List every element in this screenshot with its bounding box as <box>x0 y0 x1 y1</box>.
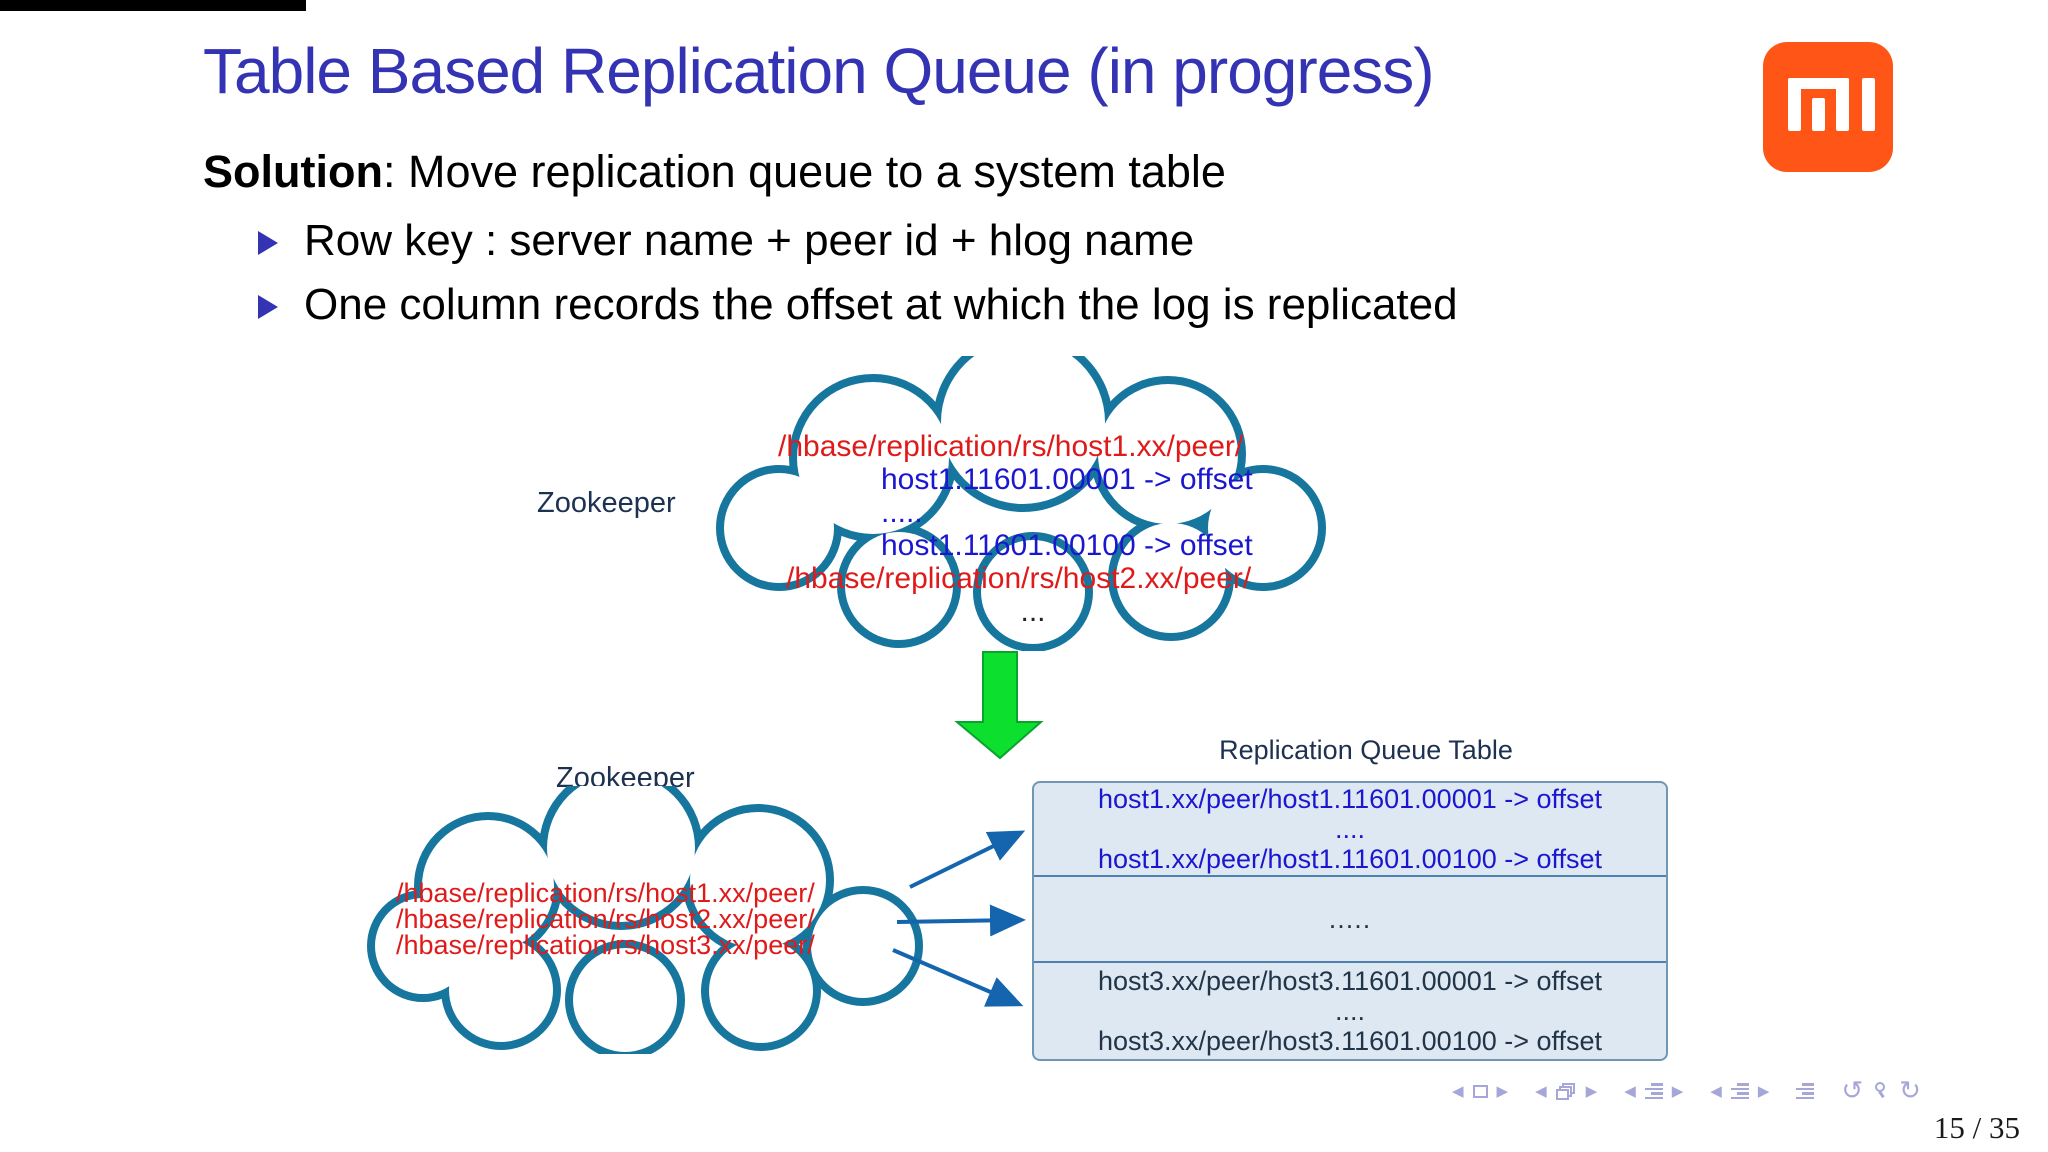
appendix-nav-group <box>1796 1083 1815 1099</box>
ellipsis: ... <box>1020 595 1046 628</box>
beamer-navigation-bar: ◀ ▶ ◀ ▶ ◀ ▶ ◀ ▶ ↺ ↻ <box>1452 1078 1921 1104</box>
prev-subsection-icon[interactable]: ◀ <box>1535 1082 1547 1100</box>
hlog-offset-entry: host1.11601.00001 -> offset <box>881 463 1253 496</box>
subsection-nav-group: ◀ ▶ <box>1535 1082 1598 1100</box>
mi-logo-shape <box>1812 98 1825 131</box>
ellipsis: .... <box>1334 813 1365 844</box>
bullet-triangle-icon <box>258 295 278 319</box>
hlog-offset-entry: host1.11601.00100 -> offset <box>881 529 1253 562</box>
next-presentation-icon[interactable]: ▶ <box>1757 1082 1770 1100</box>
presentation-nav-group: ◀ ▶ <box>1710 1083 1769 1099</box>
next-section-icon[interactable]: ▶ <box>1671 1082 1684 1100</box>
table-title: Replication Queue Table <box>1219 735 1513 765</box>
ellipsis: ..... <box>1328 904 1372 935</box>
bullet-item: Row key : server name + peer id + hlog n… <box>258 216 1194 266</box>
frame-nav-group: ◀ ▶ <box>1452 1084 1508 1099</box>
section-nav-group: ◀ ▶ <box>1624 1083 1683 1099</box>
solution-text: : Move replication queue to a system tab… <box>382 146 1226 197</box>
cloud-outline-icon <box>716 356 1326 651</box>
history-nav-group: ↺ ↻ <box>1841 1078 1921 1104</box>
ellipsis: .... <box>1334 996 1365 1027</box>
table-row: ..... <box>1034 874 1666 964</box>
znode-path: /hbase/replication/rs/host1.xx/peer/ <box>396 878 815 908</box>
bullet-item: One column records the offset at which t… <box>258 280 1458 330</box>
znode-path: /hbase/replication/rs/host2.xx/peer/ <box>396 904 815 934</box>
solution-line: Solution: Move replication queue to a sy… <box>203 146 1226 198</box>
table-row: host1.xx/peer/host1.11601.00001 -> offse… <box>1034 783 1666 875</box>
zookeeper-label-top: Zookeeper <box>537 487 676 519</box>
mi-logo-shape <box>1788 78 1849 89</box>
next-frame-icon[interactable]: ▶ <box>1496 1082 1509 1100</box>
appendix-list-icon[interactable] <box>1796 1083 1815 1099</box>
green-down-arrow-icon <box>954 651 1044 760</box>
solution-label: Solution <box>203 146 383 197</box>
znode-path: /hbase/replication/rs/host1.xx/peer/ <box>778 430 1244 463</box>
prev-section-icon[interactable]: ◀ <box>1624 1082 1636 1100</box>
frames-stack-icon[interactable] <box>1555 1082 1577 1100</box>
znode-path: /hbase/replication/rs/host3.xx/peer/ <box>396 930 815 960</box>
next-subsection-icon[interactable]: ▶ <box>1585 1082 1598 1100</box>
table-row: host3.xx/peer/host3.11601.00001 -> offse… <box>1034 963 1666 1059</box>
section-list-icon[interactable] <box>1644 1083 1663 1099</box>
replication-queue-table: host1.xx/peer/host1.11601.00001 -> offse… <box>1032 781 1668 1061</box>
forward-history-icon[interactable]: ↻ <box>1899 1076 1921 1106</box>
znode-path: /hbase/replication/rs/host2.xx/peer/ <box>786 562 1252 595</box>
slide-title: Table Based Replication Queue (in progre… <box>203 35 1435 107</box>
prev-frame-icon[interactable]: ◀ <box>1452 1082 1464 1100</box>
cloud-to-table-arrows <box>892 830 1026 1007</box>
presentation-list-icon[interactable] <box>1730 1083 1749 1099</box>
xiaomi-mi-logo <box>1763 42 1893 172</box>
mi-logo-shape <box>1862 78 1875 131</box>
bullet-text: Row key : server name + peer id + hlog n… <box>304 216 1195 265</box>
table-cell-line: host3.xx/peer/host3.11601.00001 -> offse… <box>1097 966 1603 997</box>
ellipsis: ..... <box>881 496 923 529</box>
cloud-outline-icon <box>367 786 923 1054</box>
bullet-text: One column records the offset at which t… <box>304 280 1458 329</box>
table-cell-line: host3.xx/peer/host3.11601.00100 -> offse… <box>1097 1026 1603 1057</box>
back-history-icon[interactable]: ↺ <box>1841 1076 1864 1106</box>
mi-logo-shape <box>1836 78 1849 131</box>
page-number: 15 / 35 <box>1933 1110 2020 1145</box>
prev-presentation-icon[interactable]: ◀ <box>1710 1082 1722 1100</box>
table-cell-line: host1.xx/peer/host1.11601.00001 -> offse… <box>1097 783 1603 814</box>
search-icon[interactable] <box>1872 1082 1890 1100</box>
mi-logo-shape <box>1788 78 1801 131</box>
table-cell-line: host1.xx/peer/host1.11601.00100 -> offse… <box>1097 843 1603 874</box>
frame-icon[interactable] <box>1472 1084 1488 1098</box>
zookeeper-znode-list-top: /hbase/replication/rs/host1.xx/peer/ hos… <box>778 430 1288 628</box>
bullet-triangle-icon <box>258 231 278 255</box>
video-artifact-bar <box>0 0 306 11</box>
zookeeper-znode-list-bottom: /hbase/replication/rs/host1.xx/peer/ /hb… <box>396 878 815 960</box>
